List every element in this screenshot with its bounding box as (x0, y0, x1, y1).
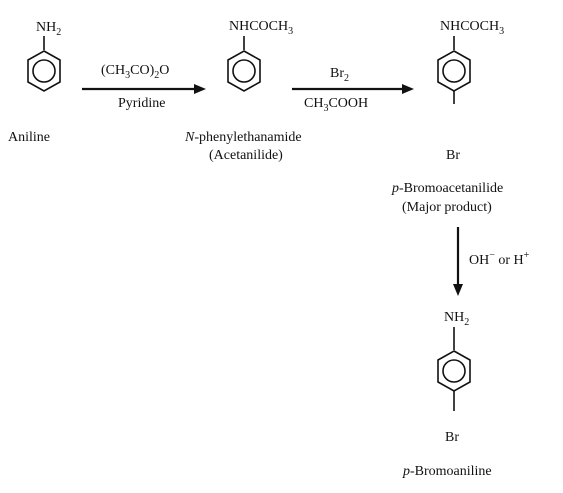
step2-solvent: CH3COOH (304, 96, 368, 114)
arrow-3-head (453, 284, 463, 296)
aniline-structure: NH2 Aniline (8, 20, 61, 145)
bromoaniline-nh2-label: NH2 (444, 310, 469, 328)
bromoacetanilide-substituent-label: NHCOCH3 (440, 19, 504, 37)
acetanilide-iupac-name: N-phenylethanamide (184, 130, 302, 145)
reaction-arrow-2: Br2 CH3COOH (292, 66, 414, 114)
arrow-2-head (402, 84, 414, 94)
aniline-benzene-ring (27, 50, 61, 92)
bromoacetanilide-aromatic-circle (442, 59, 466, 83)
acetanilide-benzene-ring (227, 50, 261, 92)
aniline-nh2-label: NH2 (36, 20, 61, 38)
bromoacetanilide-br-label: Br (446, 148, 460, 163)
reaction-arrow-3: OH− or H+ (453, 227, 530, 296)
aniline-name: Aniline (8, 130, 50, 145)
bromoaniline-name: p-Bromoaniline (402, 464, 492, 479)
acetanilide-substituent-label: NHCOCH3 (229, 19, 293, 37)
acetanilide-aromatic-circle (232, 59, 256, 83)
bromoacetanilide-name: p-Bromoacetanilide (391, 181, 503, 196)
acetanilide-structure: NHCOCH3 N-phenylethanamide (Acetanilide) (184, 19, 302, 163)
reaction-arrow-1: (CH3CO)2O Pyridine (82, 63, 206, 111)
step2-reagent: Br2 (330, 66, 349, 84)
acetanilide-common-name: (Acetanilide) (209, 148, 283, 163)
bromoaniline-aromatic-circle (442, 359, 466, 383)
bromoaniline-br-label: Br (445, 430, 459, 445)
bromoacetanilide-structure: NHCOCH3 Br p-Bromoacetanilide (Major pro… (391, 19, 504, 215)
step1-solvent: Pyridine (118, 96, 165, 111)
arrow-1-head (194, 84, 206, 94)
step3-reagent: OH− or H+ (469, 250, 530, 268)
bromoacetanilide-note: (Major product) (402, 200, 492, 215)
bromoaniline-structure: NH2 Br p-Bromoaniline (402, 310, 492, 479)
step1-reagent: (CH3CO)2O (101, 63, 169, 81)
aniline-aromatic-circle (32, 59, 56, 83)
